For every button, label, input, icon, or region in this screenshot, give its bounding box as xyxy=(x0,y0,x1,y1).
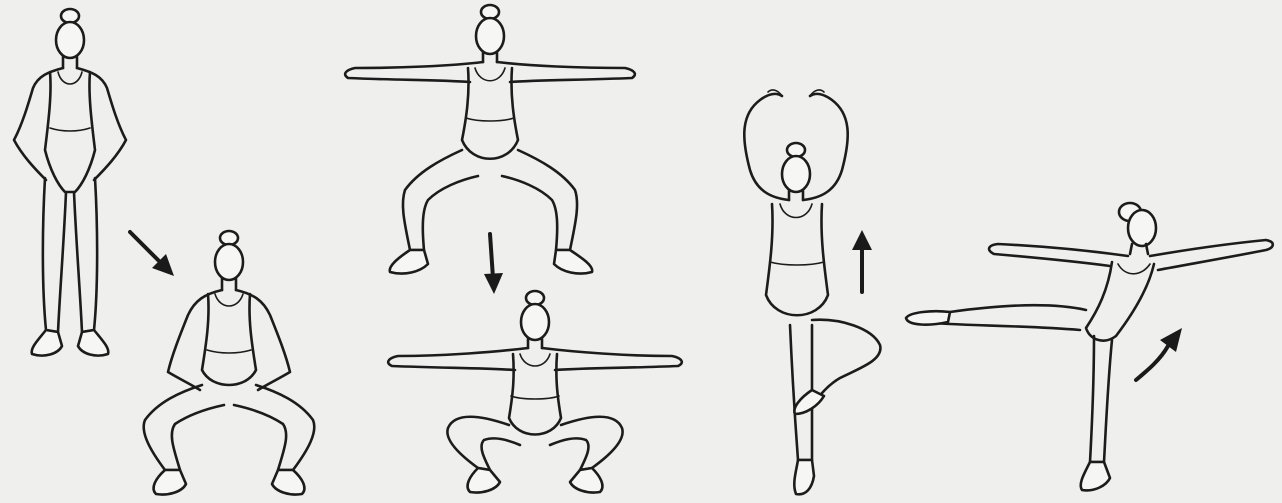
figure-first-position xyxy=(14,9,126,356)
figure-grand-plie xyxy=(388,291,682,493)
arrow-up xyxy=(852,230,872,292)
figure-arabesque xyxy=(906,203,1273,490)
arrow-down xyxy=(484,234,503,294)
arrow-down-right xyxy=(130,232,174,276)
arrow-up-right-curved xyxy=(1136,328,1182,380)
